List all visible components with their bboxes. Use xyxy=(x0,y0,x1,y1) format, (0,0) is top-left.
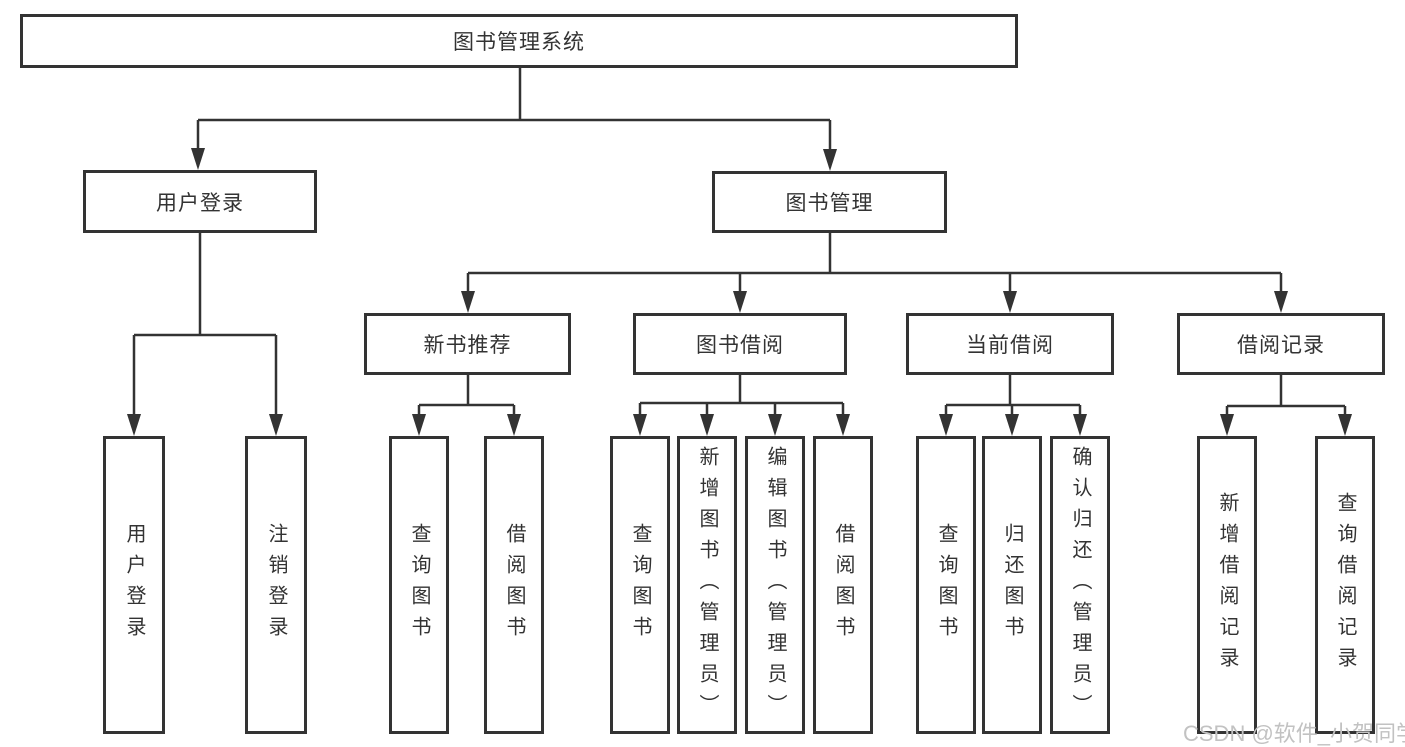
node-leaf-logout: 注销登录 xyxy=(245,436,307,734)
node-book-management-branch: 图书管理 xyxy=(712,171,947,233)
node-label: 注销登录 xyxy=(265,523,287,647)
node-leaf-borrow-books-1: 借阅图书 xyxy=(484,436,544,734)
csdn-watermark: CSDN @软件_小贺同学 xyxy=(1183,721,1405,746)
node-label: 查询借阅记录 xyxy=(1334,492,1356,678)
node-leaf-borrow-books-2: 借阅图书 xyxy=(813,436,873,734)
node-new-book-recommend: 新书推荐 xyxy=(364,313,571,375)
node-label: 用户登录 xyxy=(123,523,145,647)
node-label: 借阅记录 xyxy=(1237,334,1325,357)
node-label: 编辑图书（管理员） xyxy=(764,445,786,725)
node-leaf-query-borrow-record: 查询借阅记录 xyxy=(1315,436,1375,734)
node-label: 图书管理系统 xyxy=(453,31,585,54)
node-leaf-user-login: 用户登录 xyxy=(103,436,165,734)
node-leaf-confirm-return-admin: 确认归还（管理员） xyxy=(1050,436,1110,734)
node-label: 图书借阅 xyxy=(696,334,784,357)
node-leaf-query-books-1: 查询图书 xyxy=(389,436,449,734)
node-label: 图书管理 xyxy=(785,192,874,215)
node-leaf-return-books: 归还图书 xyxy=(982,436,1042,734)
arrowheads xyxy=(127,148,1352,436)
node-label: 确认归还（管理员） xyxy=(1069,445,1091,725)
node-label: 借阅图书 xyxy=(832,523,854,647)
node-label: 归还图书 xyxy=(1001,523,1023,647)
node-leaf-edit-books-admin: 编辑图书（管理员） xyxy=(745,436,805,734)
node-borrow-records: 借阅记录 xyxy=(1177,313,1385,375)
node-leaf-add-books-admin: 新增图书（管理员） xyxy=(677,436,737,734)
node-leaf-add-borrow-record: 新增借阅记录 xyxy=(1197,436,1257,734)
node-label: 新书推荐 xyxy=(423,334,512,357)
node-leaf-query-books-3: 查询图书 xyxy=(916,436,976,734)
node-current-borrow: 当前借阅 xyxy=(906,313,1114,375)
node-label: 当前借阅 xyxy=(966,334,1054,357)
node-label: 查询图书 xyxy=(629,523,651,647)
node-book-borrow: 图书借阅 xyxy=(633,313,847,375)
node-label: 查询图书 xyxy=(935,523,957,647)
node-library-management-system: 图书管理系统 xyxy=(20,14,1018,68)
node-label: 查询图书 xyxy=(408,523,430,647)
node-label: 新增借阅记录 xyxy=(1216,492,1238,678)
node-label: 借阅图书 xyxy=(503,523,525,647)
node-label: 新增图书（管理员） xyxy=(696,445,718,725)
node-user-login-branch: 用户登录 xyxy=(83,170,317,233)
node-leaf-query-books-2: 查询图书 xyxy=(610,436,670,734)
node-label: 用户登录 xyxy=(156,191,244,215)
